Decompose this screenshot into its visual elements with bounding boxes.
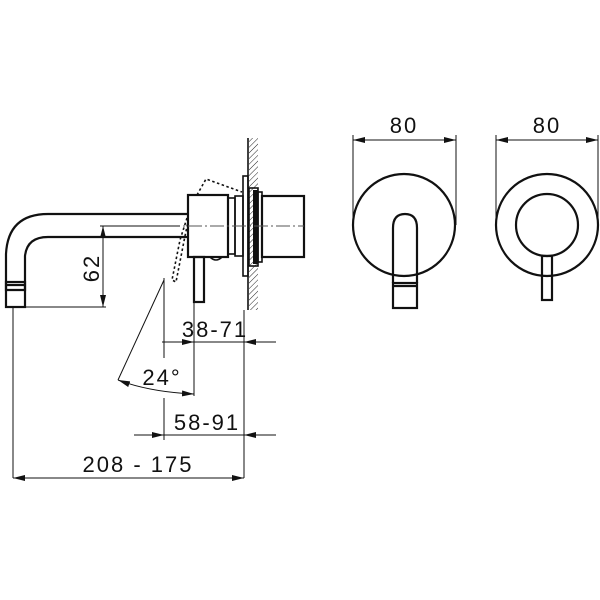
spout[interactable]: [4, 212, 188, 309]
front-view-spout: 80: [351, 113, 457, 310]
dim-label-62: 62: [79, 254, 104, 282]
side-view: 62 38-71 24° 58-91: [4, 138, 306, 481]
dimension-spout-drop: 62: [25, 225, 180, 308]
dimension-body-projection: 58-91: [134, 410, 276, 438]
dim-label-38-71: 38-71: [182, 317, 248, 342]
dim-label-80-right: 80: [533, 113, 561, 138]
dim-label-24-deg: 24°: [142, 365, 181, 390]
dimension-lever-projection: 38-71: [162, 317, 276, 345]
front-view-lever: 80: [494, 113, 600, 302]
lever-handle[interactable]: [192, 255, 206, 304]
wall-flange: [242, 175, 263, 277]
dim-label-208-175: 208 - 175: [83, 452, 194, 477]
dim-label-58-91: 58-91: [174, 410, 240, 435]
dimension-rotation-angle: 24°: [117, 279, 195, 397]
dim-label-80-left: 80: [390, 113, 418, 138]
dimension-spout-reach: 208 - 175: [13, 452, 244, 481]
lever-rotated-outline: [171, 178, 243, 284]
